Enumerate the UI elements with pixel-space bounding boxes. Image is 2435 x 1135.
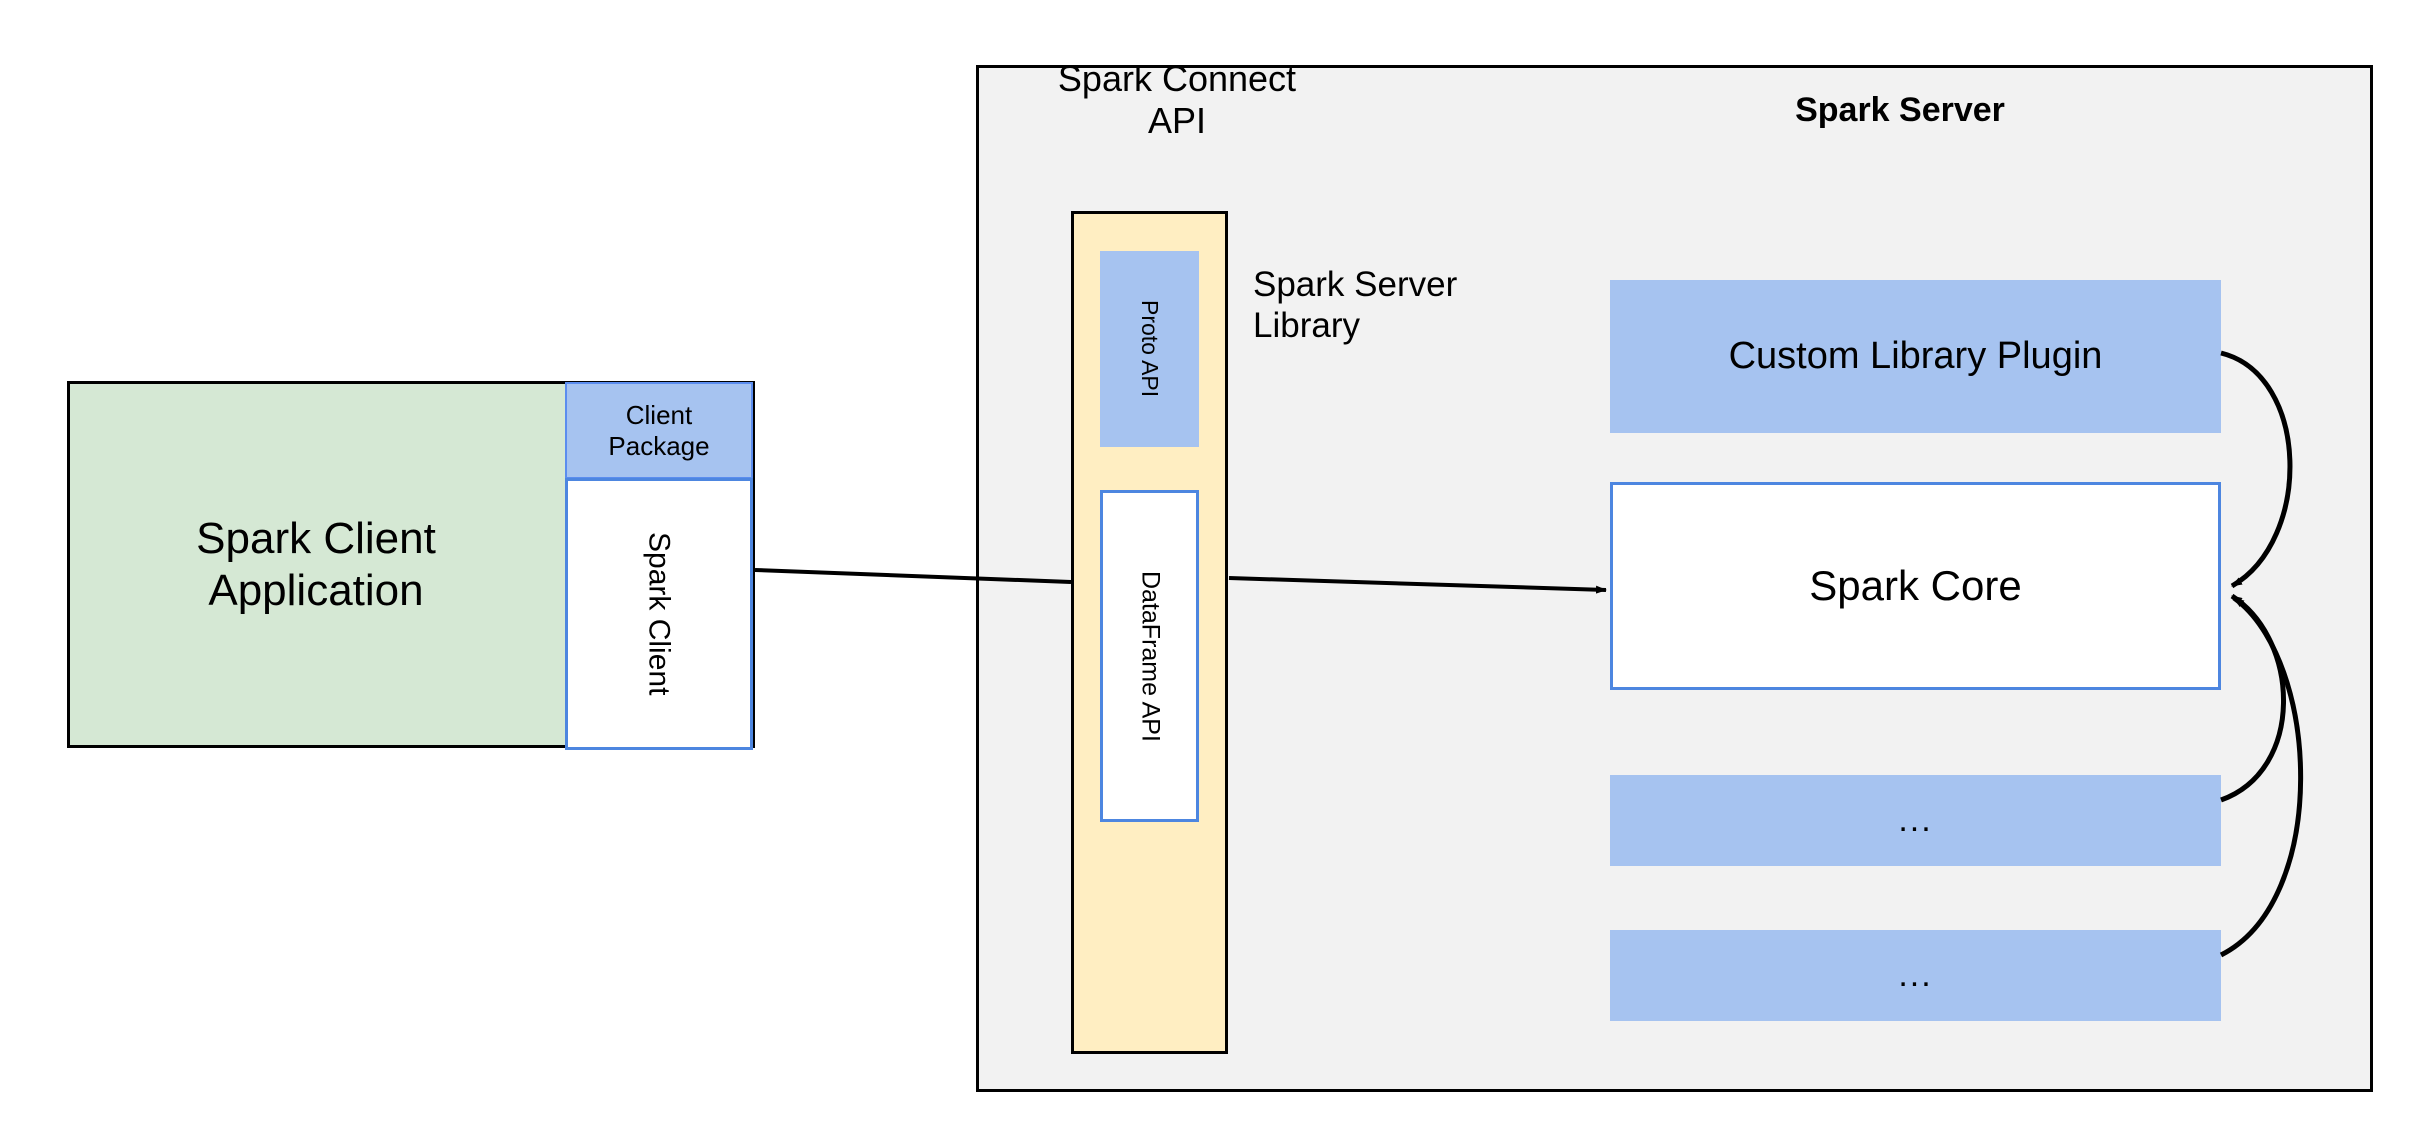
custom-library-plugin-box: Custom Library Plugin <box>1610 280 2221 433</box>
spark-client-label: Spark Client <box>642 532 676 696</box>
proto-api-label: Proto API <box>1137 300 1164 398</box>
spark-core-label: Spark Core <box>1809 562 2022 610</box>
spark-core-box: Spark Core <box>1610 482 2221 690</box>
proto-api-box: Proto API <box>1100 251 1199 447</box>
dataframe-api-label: DataFrame API <box>1136 570 1165 742</box>
placeholder-component-box-2: ... <box>1610 930 2221 1021</box>
dataframe-api-box: DataFrame API <box>1100 490 1199 822</box>
spark-client-box: Spark Client <box>565 478 753 750</box>
spark-server-title: Spark Server <box>1795 90 2005 129</box>
placeholder-component-label-2: ... <box>1898 956 1933 995</box>
custom-library-plugin-label: Custom Library Plugin <box>1728 335 2103 378</box>
placeholder-component-box-1: ... <box>1610 775 2221 866</box>
placeholder-component-label-1: ... <box>1898 801 1933 840</box>
